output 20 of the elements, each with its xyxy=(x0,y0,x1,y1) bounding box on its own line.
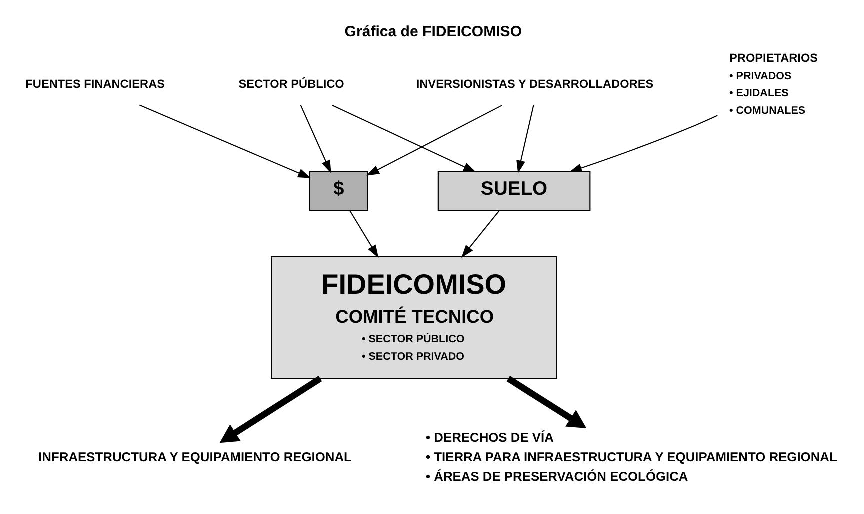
arrow xyxy=(300,105,331,174)
arrow xyxy=(461,210,500,258)
node-text: SECTOR PÚBLICO xyxy=(238,76,344,91)
node-text: INFRAESTRUCTURA Y EQUIPAMIENTO REGIONAL xyxy=(38,450,352,465)
arrow xyxy=(516,105,534,174)
node-box: SUELO xyxy=(437,171,590,212)
diagram-title: Gráfica de FIDEICOMISO xyxy=(344,24,522,41)
node-box: FIDEICOMISO COMITÉ TECNICO • SECTOR PÚBLICO • SECTOR PRIVADO xyxy=(270,256,557,380)
node-text: INVERSIONISTAS Y DESARROLLADORES xyxy=(416,76,654,91)
node-text: FUENTES FINANCIERAS xyxy=(25,76,165,91)
node-box: $ xyxy=(308,171,368,212)
arrow xyxy=(219,376,322,444)
arrow xyxy=(366,104,502,176)
arrow xyxy=(332,104,476,173)
arrow xyxy=(139,104,311,178)
arrow xyxy=(568,115,718,173)
node-text: PROPIETARIOS • PRIVADOS • EJIDALES • COMUNALES xyxy=(729,50,818,117)
arrow xyxy=(506,376,586,428)
node-text: • DERECHOS DE VÍA • TIERRA PARA INFRAESTRUCTURA Y EQUIPAMIENTO REGIONAL • ÁREAS DE PRESERVACIÓN ECOLÓGICA xyxy=(426,430,837,484)
arrow xyxy=(349,210,378,258)
